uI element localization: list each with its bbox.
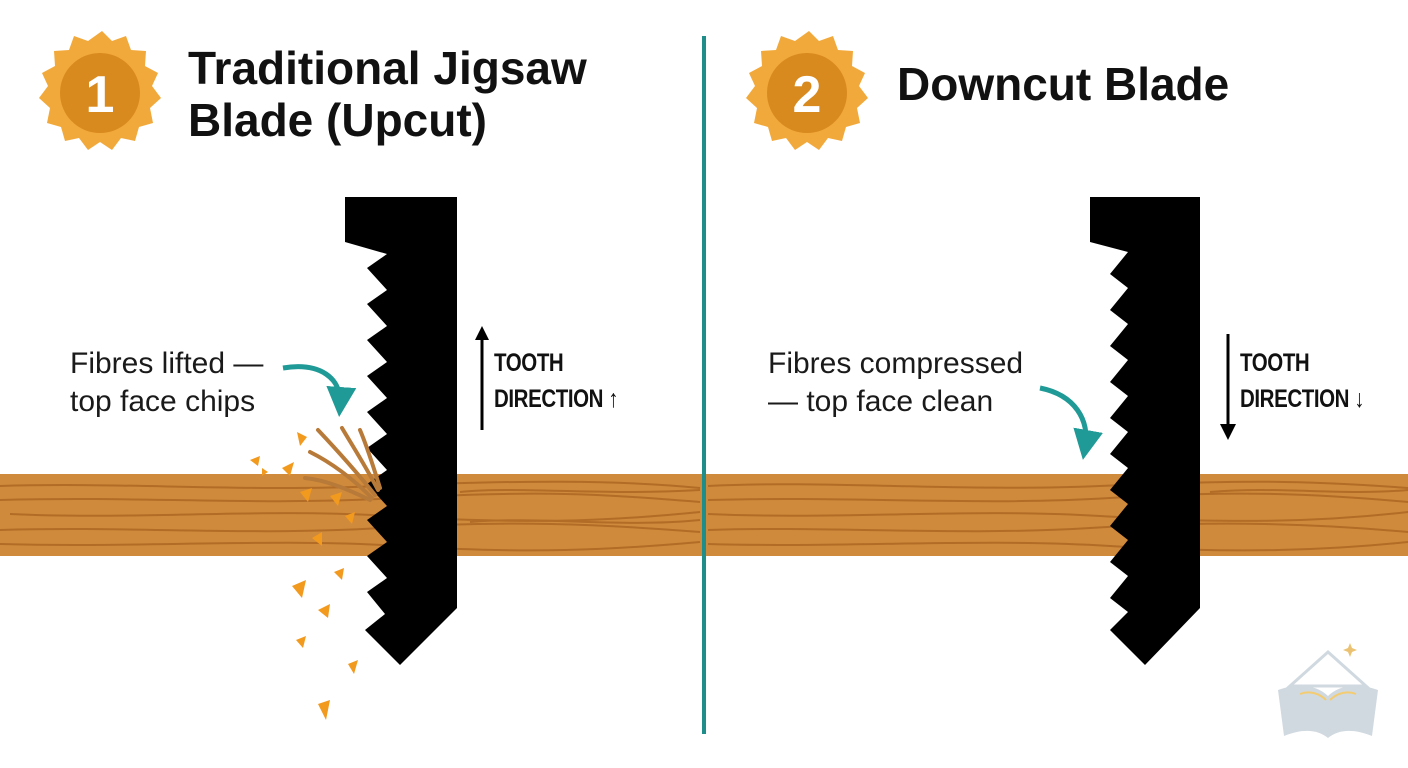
panel-1-tooth-direction-line-1: TOOTH [494, 349, 564, 377]
tooth-direction-up-arrow [475, 326, 489, 430]
tooth-direction-down-arrow [1220, 334, 1236, 440]
panel-1-annotation: Fibres lifted — top face chips [70, 345, 285, 421]
step-number-1: 1 [86, 66, 115, 124]
panel-1-title: Traditional Jigsaw Blade (Upcut) [188, 42, 658, 146]
upcut-blade [345, 197, 457, 665]
panel-1-tooth-direction-line-2: DIRECTION ↑ [494, 385, 619, 413]
step-badge-1: 1 [39, 31, 161, 150]
lifted-fibres [303, 426, 382, 502]
wood-chips [250, 432, 358, 720]
panel-1-tooth-direction-label: TOOTH DIRECTION ↑ [494, 345, 619, 417]
panel-2-annotation-line-2: — top face clean [768, 385, 994, 418]
panel-2-tooth-direction-line-2: DIRECTION ↓ [1240, 385, 1365, 413]
panel-1-title-line-2: Blade (Upcut) [188, 94, 487, 146]
house-book-logo-icon [1278, 643, 1378, 738]
step-number-2: 2 [793, 66, 822, 124]
panel-2-annotation: Fibres compressed — top face clean [768, 345, 1038, 421]
panel-1-annotation-line-1: Fibres lifted — [70, 347, 264, 380]
panel-1-title-line-1: Traditional Jigsaw [188, 42, 587, 94]
downcut-blade [1090, 197, 1200, 665]
panel-2-tooth-direction-line-1: TOOTH [1240, 349, 1310, 377]
panel-2-tooth-direction-label: TOOTH DIRECTION ↓ [1240, 345, 1365, 417]
step-badge-2: 2 [746, 31, 868, 150]
panel-2-annotation-line-1: Fibres compressed [768, 347, 1024, 380]
panel-1-annotation-line-2: top face chips [70, 385, 256, 418]
annotation-arrow-1 [282, 364, 357, 417]
panel-2-title: Downcut Blade [897, 58, 1230, 110]
annotation-arrow-2 [1039, 385, 1103, 460]
